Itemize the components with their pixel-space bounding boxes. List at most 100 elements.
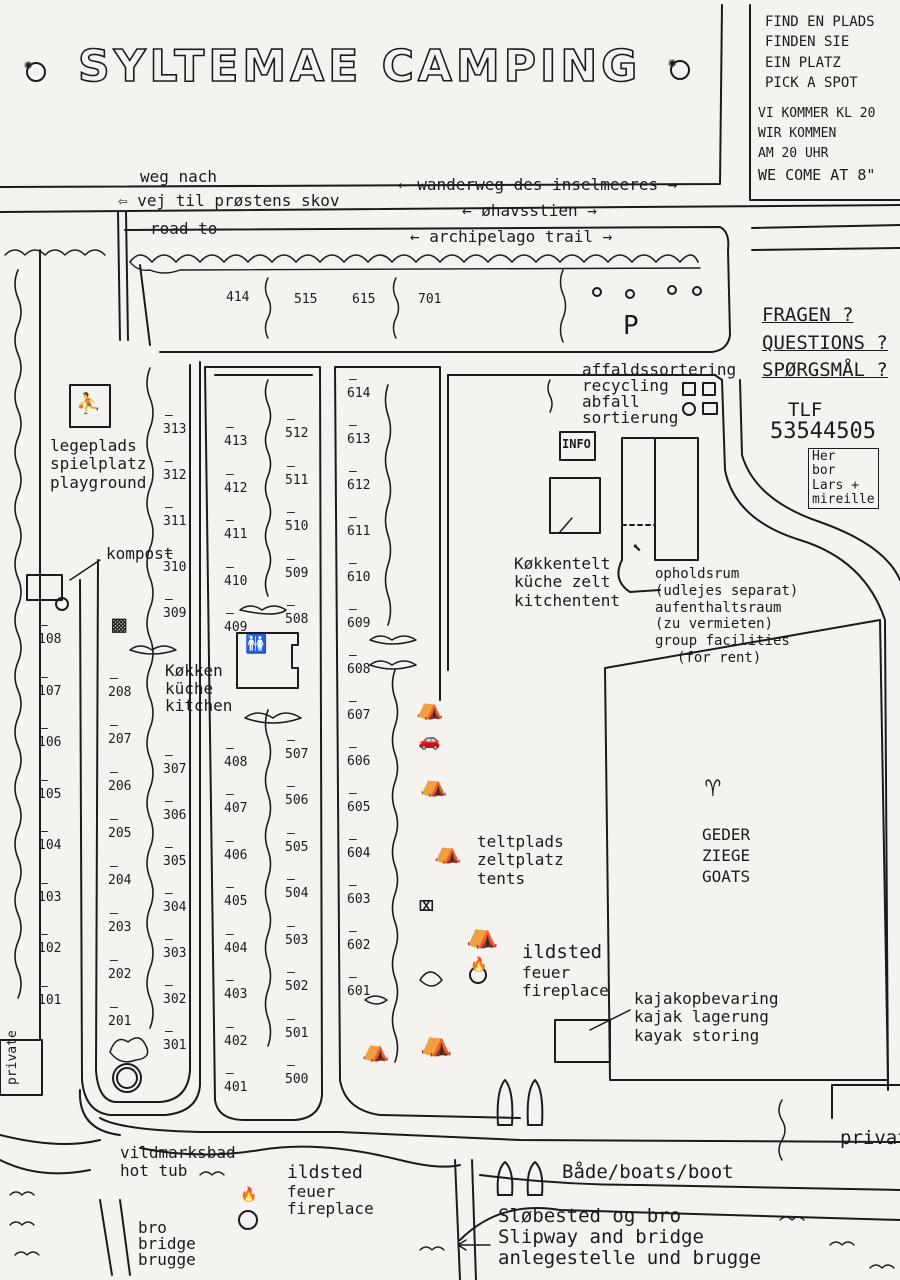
sun-left-icon: ✺ xyxy=(24,57,33,73)
pitch-302[interactable]: 302 xyxy=(163,992,187,1007)
pitch-divider: — xyxy=(165,1024,173,1039)
pitch-divider: — xyxy=(287,872,295,887)
pitch-divider: — xyxy=(165,592,173,607)
pitch-208[interactable]: 208 xyxy=(108,685,132,700)
pitch-204[interactable]: 204 xyxy=(108,873,132,888)
pitch-106[interactable]: 106 xyxy=(38,735,62,750)
pitch-508[interactable]: 508 xyxy=(285,612,309,627)
pitch-612[interactable]: 612 xyxy=(347,478,371,493)
phone-number[interactable]: 53544505 xyxy=(770,419,876,444)
pitch-609[interactable]: 609 xyxy=(347,616,371,631)
pitch-divider: — xyxy=(287,965,295,980)
pitch-402[interactable]: 402 xyxy=(224,1033,248,1049)
road-right-curve-1 xyxy=(721,379,889,1091)
pitch-406[interactable]: 406 xyxy=(224,847,248,863)
pitch-605[interactable]: 605 xyxy=(347,800,371,815)
bush-4 xyxy=(369,635,417,645)
pitch-divider: — xyxy=(349,418,357,433)
pitch-311[interactable]: 311 xyxy=(163,514,187,529)
pitch-512[interactable]: 512 xyxy=(285,426,309,441)
pitch-divider: — xyxy=(165,748,173,763)
pitch-606[interactable]: 606 xyxy=(347,754,371,769)
pitch-615[interactable]: 615 xyxy=(352,292,376,307)
pitch-701[interactable]: 701 xyxy=(418,292,442,307)
pitch-607[interactable]: 607 xyxy=(347,708,371,723)
fire-ring-top xyxy=(469,966,487,984)
pitch-601[interactable]: 601 xyxy=(347,984,371,999)
pitch-104[interactable]: 104 xyxy=(38,838,62,853)
pitch-505[interactable]: 505 xyxy=(285,839,309,855)
pitch-405[interactable]: 405 xyxy=(224,894,248,909)
pitch-205[interactable]: 205 xyxy=(108,826,132,841)
pitch-408[interactable]: 408 xyxy=(224,754,248,770)
pitch-501[interactable]: 501 xyxy=(285,1025,309,1041)
bush-5 xyxy=(129,645,177,655)
pitch-504[interactable]: 504 xyxy=(285,886,309,901)
pitch-613[interactable]: 613 xyxy=(347,432,371,447)
pitch-515[interactable]: 515 xyxy=(294,292,318,307)
pitch-103[interactable]: 103 xyxy=(38,889,62,905)
pitch-502[interactable]: 502 xyxy=(285,979,309,994)
pitch-107[interactable]: 107 xyxy=(38,683,62,699)
pitch-310[interactable]: 310 xyxy=(163,560,187,575)
pitch-407[interactable]: 407 xyxy=(224,801,248,816)
pitch-303[interactable]: 303 xyxy=(163,946,187,961)
pitch-510[interactable]: 510 xyxy=(285,519,309,534)
pitch-507[interactable]: 507 xyxy=(285,746,309,762)
pitch-603[interactable]: 603 xyxy=(347,892,371,907)
pitch-610[interactable]: 610 xyxy=(347,570,371,585)
pitch-404[interactable]: 404 xyxy=(224,940,248,956)
road-left-2 xyxy=(125,211,129,341)
pitch-206[interactable]: 206 xyxy=(108,779,132,794)
pitch-401[interactable]: 401 xyxy=(224,1080,248,1095)
questions-box-line xyxy=(751,247,900,251)
pitch-108[interactable]: 108 xyxy=(38,632,62,647)
pitch-312[interactable]: 312 xyxy=(163,468,187,483)
pitch-207[interactable]: 207 xyxy=(108,732,132,747)
pitch-602[interactable]: 602 xyxy=(347,938,371,953)
road-edge-top xyxy=(0,4,723,188)
pitch-604[interactable]: 604 xyxy=(347,846,371,861)
pitch-413[interactable]: 413 xyxy=(224,434,248,449)
pitch-105[interactable]: 105 xyxy=(38,786,62,802)
parking-circle-1 xyxy=(592,287,602,297)
pitch-306[interactable]: 306 xyxy=(163,808,187,823)
hedge-v3 xyxy=(559,269,567,343)
pitch-313[interactable]: 313 xyxy=(163,422,187,437)
pitch-101[interactable]: 101 xyxy=(38,992,62,1008)
pitch-611[interactable]: 611 xyxy=(347,524,371,539)
shoreline xyxy=(0,1134,900,1191)
pitch-409[interactable]: 409 xyxy=(224,620,248,635)
pitch-500[interactable]: 500 xyxy=(285,1072,309,1087)
pitch-divider: — xyxy=(287,412,295,427)
pitch-403[interactable]: 403 xyxy=(224,987,248,1002)
pitch-305[interactable]: 305 xyxy=(163,854,187,869)
pitch-102[interactable]: 102 xyxy=(38,941,62,956)
pitch-410[interactable]: 410 xyxy=(224,573,248,589)
pitch-divider: — xyxy=(226,606,234,621)
pitch-309[interactable]: 309 xyxy=(163,606,187,621)
pitch-414[interactable]: 414 xyxy=(226,290,250,305)
pitch-203[interactable]: 203 xyxy=(108,920,132,935)
road-label-vej: ⇦ vej til prøstens skov xyxy=(118,191,340,210)
pitch-614[interactable]: 614 xyxy=(347,386,371,401)
pitch-divider: — xyxy=(110,953,118,968)
pitch-divider: — xyxy=(226,787,234,802)
pitch-503[interactable]: 503 xyxy=(285,932,309,948)
tent-icon-3: ⛺ xyxy=(434,840,462,865)
bush-3 xyxy=(369,660,417,670)
pitch-506[interactable]: 506 xyxy=(285,793,309,808)
pitch-608[interactable]: 608 xyxy=(347,662,371,677)
pitch-201[interactable]: 201 xyxy=(108,1014,132,1029)
pitch-509[interactable]: 509 xyxy=(285,565,309,581)
pitch-304[interactable]: 304 xyxy=(163,900,187,915)
pitch-411[interactable]: 411 xyxy=(224,527,248,542)
pitch-511[interactable]: 511 xyxy=(285,472,309,488)
info-building-label[interactable]: INFO xyxy=(562,437,591,451)
pitch-202[interactable]: 202 xyxy=(108,967,132,982)
pitch-307[interactable]: 307 xyxy=(163,762,187,777)
pitch-412[interactable]: 412 xyxy=(224,480,248,496)
recycling-bin-2 xyxy=(702,382,716,396)
compost-circle xyxy=(55,597,69,611)
pitch-301[interactable]: 301 xyxy=(163,1038,187,1053)
